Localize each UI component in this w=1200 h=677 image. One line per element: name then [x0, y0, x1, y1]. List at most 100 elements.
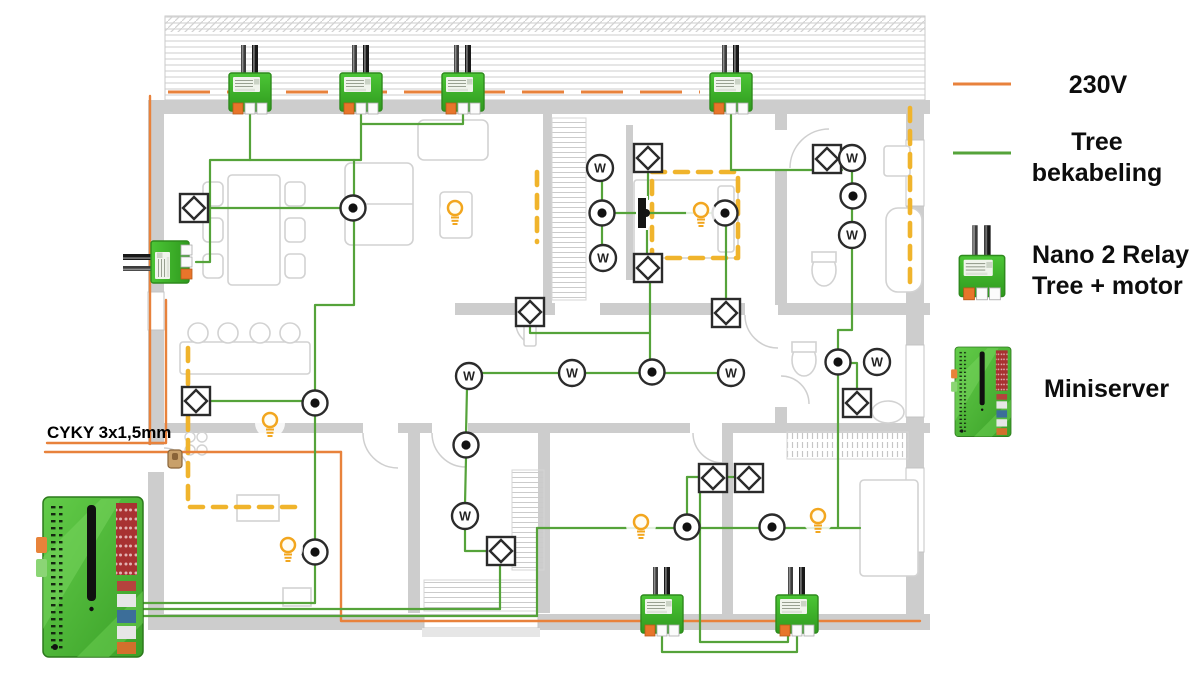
light-point-dot: [348, 203, 358, 213]
relay-cable-stub: [972, 225, 978, 258]
light-point-dot: [833, 357, 843, 367]
relay-qr-mark: [254, 79, 260, 85]
miniserver-button: [89, 606, 94, 612]
toilet-wc-tank: [791, 341, 817, 353]
door-arc-bedroom2: [692, 432, 724, 464]
relay-cable-stub: [664, 567, 670, 597]
light-point-symbol: [301, 538, 329, 566]
blind-motor-diamond: [736, 465, 762, 491]
bulb-globe: [632, 513, 650, 531]
dining-chair: [202, 253, 224, 279]
blind-motor-diamond: [517, 299, 543, 325]
relay-qr-mark: [467, 79, 473, 85]
socket-circle: [454, 361, 484, 391]
bulb-globe: [261, 411, 279, 429]
light-bulb-icon: [440, 196, 470, 226]
relay-cable-highlight: [973, 225, 975, 256]
bar-stool: [249, 322, 271, 344]
wire-tree: [464, 386, 469, 435]
wire-tree: [463, 456, 468, 506]
stove-burner: [196, 431, 208, 443]
relay-cable-stub: [454, 45, 459, 75]
socket-letter: W: [594, 162, 606, 176]
wall-stair-west: [408, 433, 420, 613]
miniserver-block-white: [996, 419, 1008, 427]
light-bulb-icon: [626, 510, 656, 540]
armchair: [417, 119, 489, 161]
kitchen-cabinet: [282, 587, 312, 607]
blind-motor-symbol: [632, 252, 664, 284]
door-arc-bathroom: [789, 128, 830, 169]
socket-circle: [557, 358, 587, 388]
washbasin-wc: [871, 400, 905, 424]
relay-cable-highlight: [241, 45, 244, 73]
blind-motor-symbol: [733, 462, 765, 494]
relay-connector-tree: [457, 102, 469, 115]
door-arc-bedroom1: [362, 432, 399, 469]
nano-relay-device: [709, 45, 753, 115]
miniserver-block-red: [996, 394, 1008, 400]
light-point-symbol: [839, 182, 867, 210]
relay-cable-stub: [788, 567, 793, 597]
light-point-dot: [767, 522, 777, 532]
annotation-group: CYKY 3x1,5mm: [47, 423, 171, 442]
blind-motor-diamond: [181, 195, 207, 221]
socket-symbol: W: [454, 361, 484, 391]
bulb-globe: [279, 536, 297, 554]
light-point-symbol: [638, 358, 666, 386]
blind-motor-symbol: [710, 297, 742, 329]
relay-qr-mark: [986, 261, 993, 268]
socket-letter: W: [846, 152, 858, 166]
relay-barcode: [647, 610, 667, 614]
dining-table: [227, 174, 281, 286]
light-bulb-icon: [255, 408, 285, 438]
blind-motor-diamond: [183, 388, 209, 414]
socket-symbol: W: [716, 358, 746, 388]
kitchen-bar: [179, 341, 311, 375]
relay-connector-motor: [180, 244, 193, 256]
socket-circle: [450, 501, 480, 531]
blind-motor-symbol: [514, 296, 546, 328]
relay-cable-stub: [733, 45, 739, 75]
window-right-2: [905, 344, 925, 418]
relay-connector-motor: [367, 102, 379, 115]
relay-cable-stub: [465, 45, 471, 75]
wardrobe-corridor: [786, 431, 909, 460]
light-point-symbol: [824, 348, 852, 376]
socket-letter: W: [459, 510, 471, 524]
relay-connector-motor: [803, 624, 815, 637]
blind-motor-diamond: [814, 146, 840, 172]
miniserver-relay-dots: [995, 350, 1008, 391]
miniserver-block-orange: [117, 642, 136, 654]
miniserver-facet: [974, 399, 1011, 437]
blind-motor-diamond: [488, 538, 514, 564]
wire-tree: [463, 527, 490, 553]
relay-connector-motor: [256, 102, 268, 115]
blind-motor-diamond: [713, 300, 739, 326]
blind-motor-symbol: [811, 143, 843, 175]
wall-corridor-north-2: [600, 303, 745, 315]
dining-chair: [284, 217, 306, 243]
light-point-symbol: [673, 513, 701, 541]
bed: [633, 179, 739, 259]
wire-tree: [836, 169, 854, 352]
relay-connector-230v: [963, 287, 975, 301]
relay-connector-tree: [656, 624, 668, 637]
socket-symbol: W: [837, 220, 867, 250]
dashed-marker-line: [649, 169, 741, 261]
socket-symbol: W: [450, 501, 480, 531]
relay-cable-highlight: [352, 45, 355, 73]
relay-cable-highlight: [788, 567, 791, 595]
bulb-globe: [809, 507, 827, 525]
socket-circle: [585, 153, 615, 183]
window-left-1: [147, 291, 165, 331]
wall-living-bedroom: [543, 113, 552, 310]
wall-corridor-south-4: [722, 423, 930, 433]
miniserver-block-white: [996, 401, 1008, 409]
blind-motor-symbol: [841, 387, 873, 419]
dining-chair: [284, 181, 306, 207]
relay-connector-motor: [469, 102, 481, 115]
